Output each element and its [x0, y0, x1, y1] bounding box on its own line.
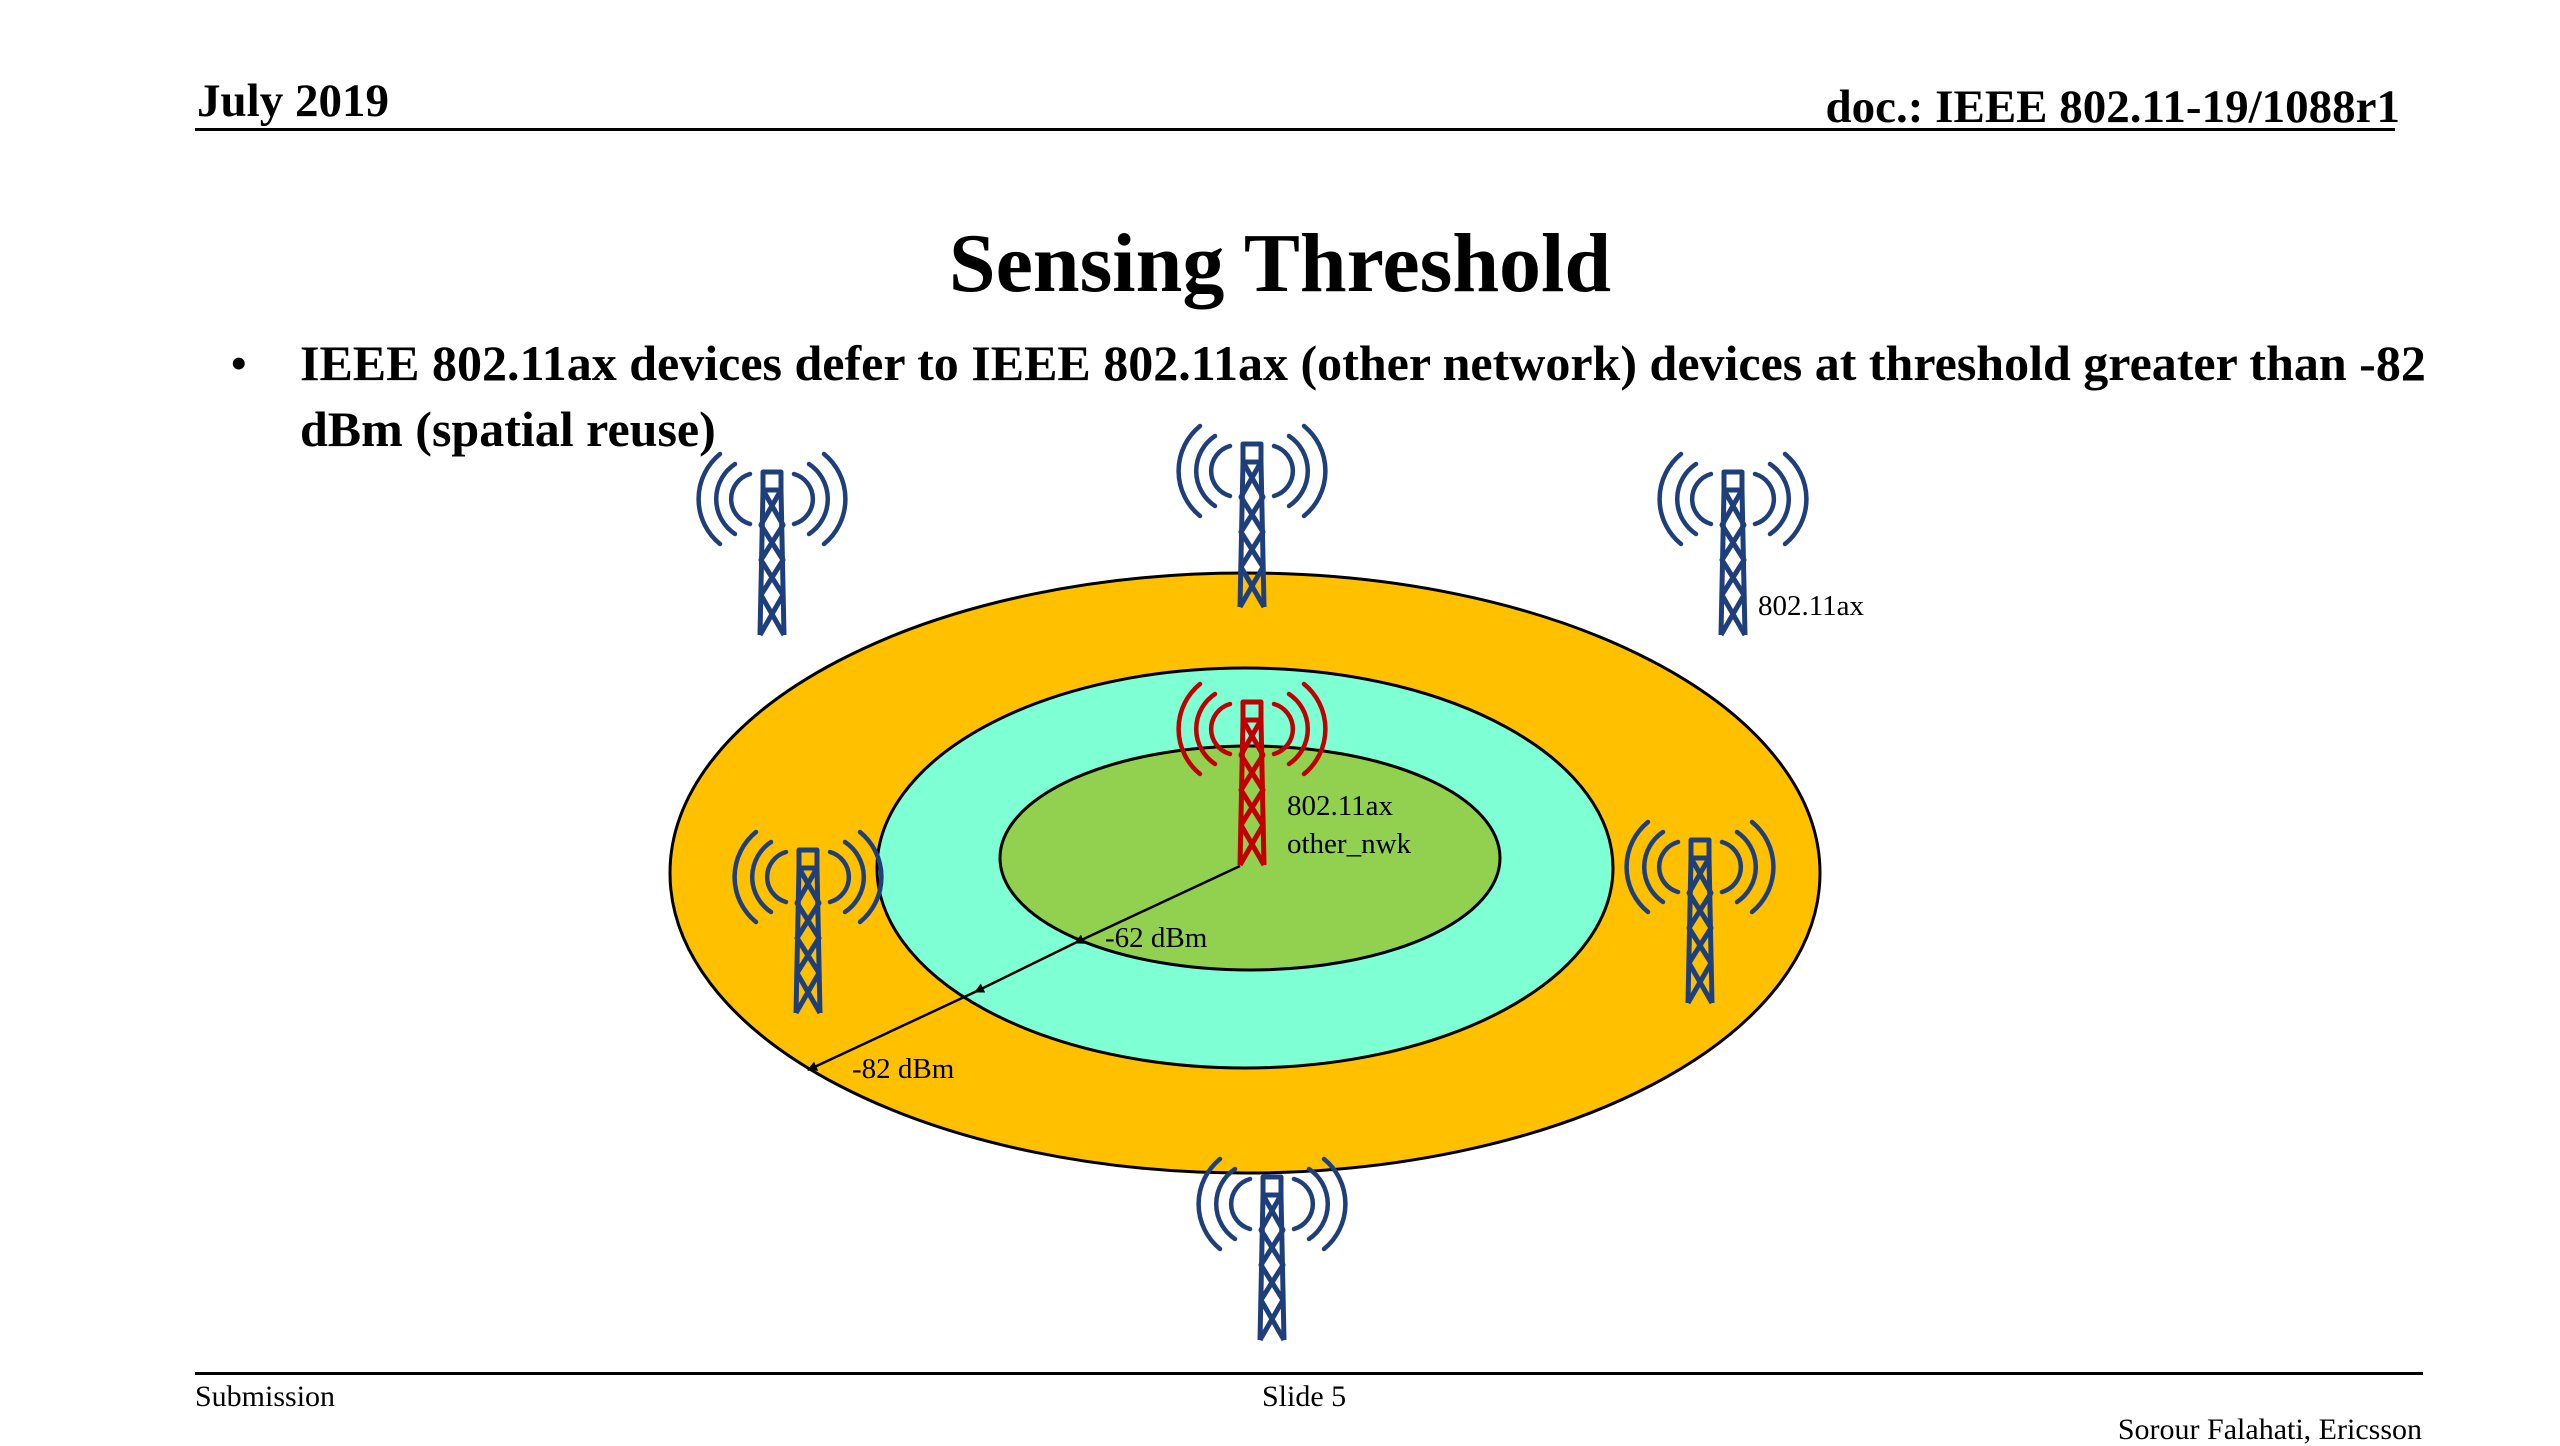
antenna-tower-icon — [699, 454, 846, 635]
header-doc-id: doc.: IEEE 802.11-19/1088r1 — [1825, 81, 2400, 133]
arrow-icon — [1074, 864, 1241, 945]
footer-slide-number: Slide 5 — [1262, 1380, 1347, 1413]
header-rule — [195, 128, 2395, 131]
footer-submission: Submission — [195, 1380, 336, 1413]
center-ap-label-line2: other_nwk — [1287, 828, 1412, 860]
center-ap-label-line1: 802.11ax — [1287, 790, 1394, 822]
outer-threshold-label: -82 dBm — [852, 1053, 955, 1085]
footer-rule — [195, 1372, 2423, 1375]
inner-threshold-label: -62 dBm — [1105, 922, 1208, 954]
inner-ring-62dbm — [998, 744, 1502, 972]
outer-ap-label: 802.11ax — [1758, 590, 1865, 622]
header-date: July 2019 — [197, 75, 389, 127]
arrow-icon — [807, 990, 976, 1072]
slide-title: Sensing Threshold — [948, 217, 1612, 310]
bullet-text: IEEE 802.11ax devices defer to IEEE 802.… — [300, 335, 2426, 457]
antenna-tower-icon — [1199, 1159, 1346, 1340]
footer-author: Sorour Falahati, Ericsson — [2117, 1413, 2422, 1446]
arrow-icon — [974, 941, 1076, 994]
bullet-marker: • — [230, 335, 248, 391]
